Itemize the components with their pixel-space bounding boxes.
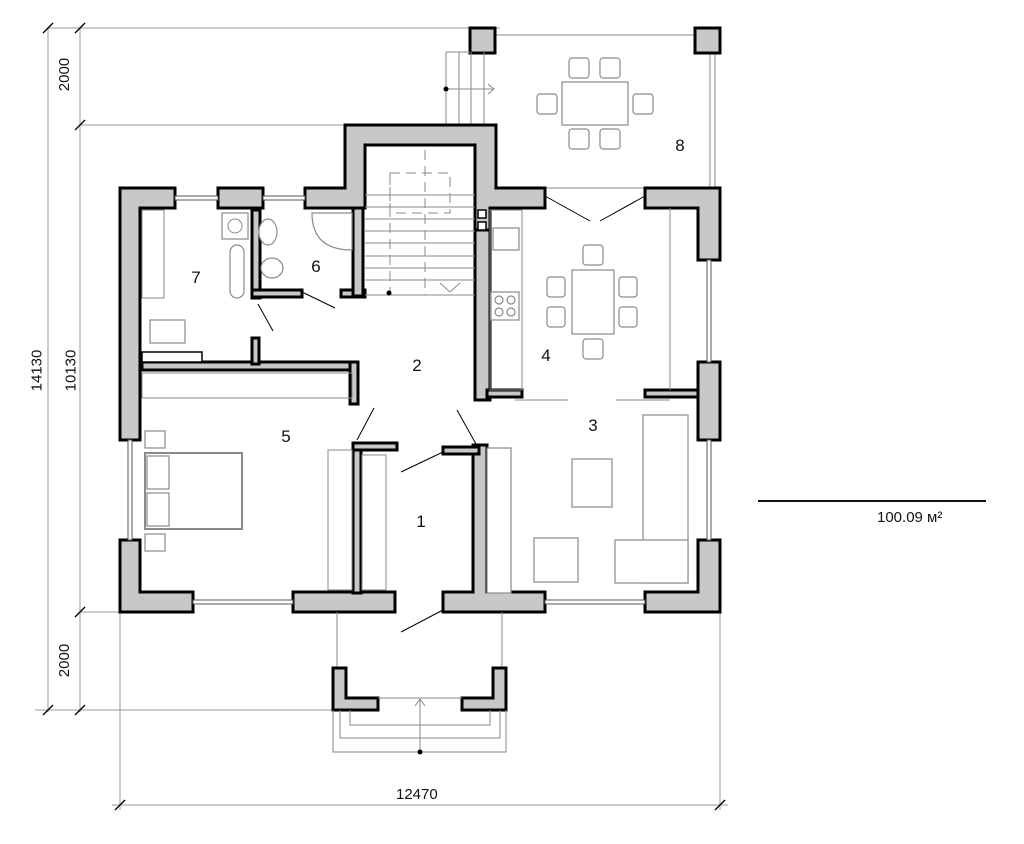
terrace-table [561,81,629,126]
room-label-4: 4 [541,346,551,365]
dim-total-width: 12470 [396,786,438,803]
room-label-3: 3 [588,416,598,435]
dining-table [571,269,615,335]
room-label-1: 1 [416,512,426,531]
terrace [443,26,722,189]
room-label-8: 8 [675,136,685,155]
terrace-chairs [536,57,654,150]
living-room-furniture [486,414,689,594]
dim-total-height: 14130 [28,349,46,392]
dim-bottom-offset: 2000 [56,643,74,678]
dim-inner-height: 10130 [62,349,80,392]
dim-top-offset: 2000 [56,57,74,92]
bathroom-fixtures [141,209,353,363]
total-area-label: 100.09 м² [877,509,943,526]
exterior-walls [118,123,722,614]
door-swings [257,195,646,633]
area-underline [758,500,986,502]
room-label-2: 2 [412,356,422,375]
staircase [365,150,475,296]
bedroom-furniture [141,372,387,591]
terrace-steps [443,51,495,125]
kitchen [477,208,671,401]
entrance-porch [331,612,508,755]
dimension-lines [35,22,728,811]
room-label-5: 5 [281,427,291,446]
room-label-7: 7 [191,268,201,287]
windows [127,195,712,605]
room-label-6: 6 [311,257,321,276]
interior-walls [140,206,481,595]
